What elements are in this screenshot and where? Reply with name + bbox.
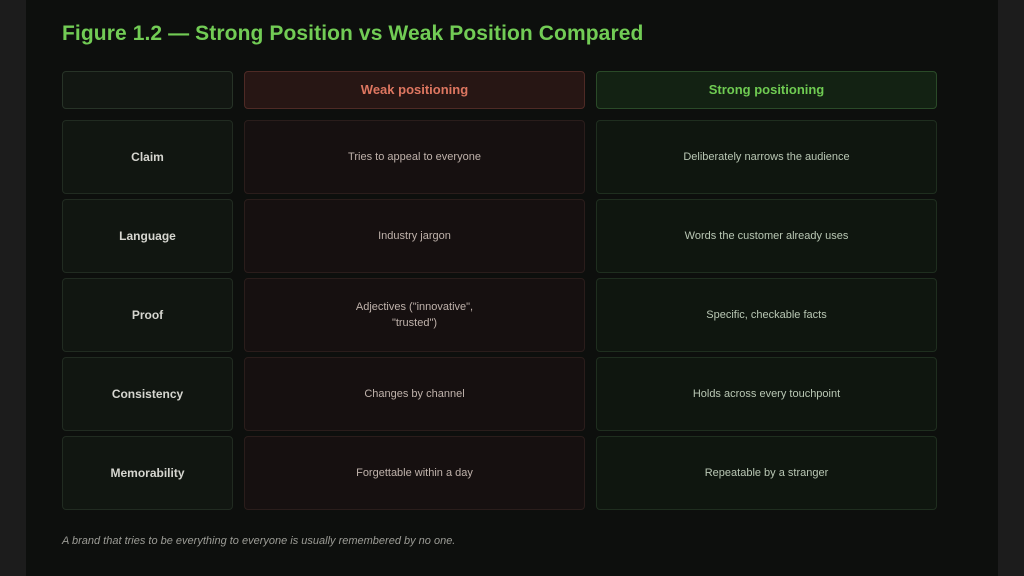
- weak-positioning-header: Weak positioning: [244, 71, 585, 109]
- weak-cell-claim: Tries to appeal to everyone: [244, 120, 585, 194]
- figure-title: Figure 1.2 — Strong Position vs Weak Pos…: [62, 22, 644, 45]
- row-label-claim: Claim: [62, 120, 233, 194]
- figure-panel: Figure 1.2 — Strong Position vs Weak Pos…: [26, 0, 998, 576]
- row-label-proof: Proof: [62, 278, 233, 352]
- row-label-memorability: Memorability: [62, 436, 233, 510]
- figure-footnote: A brand that tries to be everything to e…: [62, 535, 456, 547]
- row-label-consistency: Consistency: [62, 357, 233, 431]
- strong-positioning-header: Strong positioning: [596, 71, 937, 109]
- strong-cell-memorability: Repeatable by a stranger: [596, 436, 937, 510]
- weak-cell-language: Industry jargon: [244, 199, 585, 273]
- strong-cell-proof: Specific, checkable facts: [596, 278, 937, 352]
- comparison-table: Weak positioning Strong positioning Clai…: [62, 71, 937, 510]
- weak-cell-memorability: Forgettable within a day: [244, 436, 585, 510]
- table-corner-cell: [62, 71, 233, 109]
- weak-cell-proof: Adjectives ("innovative", "trusted"): [244, 278, 585, 352]
- weak-cell-consistency: Changes by channel: [244, 357, 585, 431]
- weak-cell-proof-text: Adjectives ("innovative", "trusted"): [355, 301, 474, 329]
- row-label-language: Language: [62, 199, 233, 273]
- strong-cell-language: Words the customer already uses: [596, 199, 937, 273]
- strong-cell-consistency: Holds across every touchpoint: [596, 357, 937, 431]
- strong-cell-claim: Deliberately narrows the audience: [596, 120, 937, 194]
